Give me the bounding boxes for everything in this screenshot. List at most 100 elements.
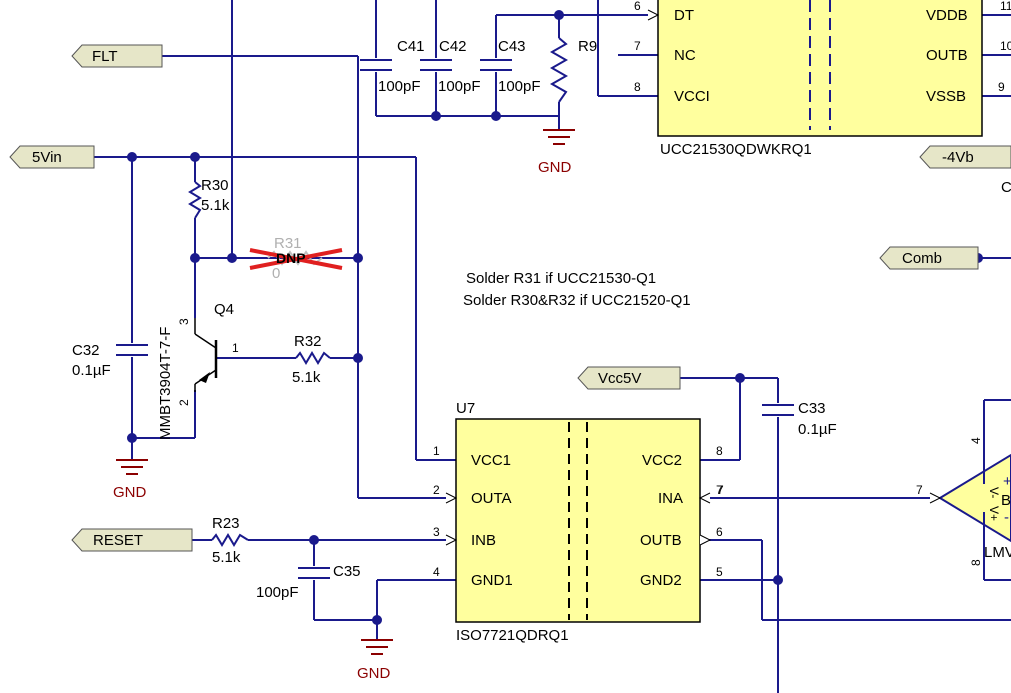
r32-value: 5.1k	[292, 369, 321, 386]
ucc21530-chip: DT NC VCCI VDDB OUTB VSSB 6 7 8 11 10 9 …	[634, 0, 1011, 158]
c33-symbol: C33 0.1µF	[762, 400, 837, 438]
u7-pin-vcc1-label: VCC1	[471, 452, 511, 469]
opamp-vminus: V-	[987, 487, 1001, 498]
q4-pin-3: 3	[177, 318, 191, 325]
u7-isolator-chip: U7 VCC1 OUTA INB GND1 VCC2 INA OUTB GND2…	[433, 400, 723, 644]
u7-pin-gnd1-label: GND1	[471, 572, 513, 589]
c41-symbol: C41 100pF	[360, 38, 425, 95]
opamp-vplus: V+	[987, 506, 1001, 521]
c33-value: 0.1µF	[798, 421, 837, 438]
u7-pin-8-number: 8	[716, 444, 723, 458]
port-reset: RESET	[71, 528, 193, 552]
port-flt: FLT	[71, 44, 163, 68]
ucc-pin-vssb-label: VSSB	[926, 88, 966, 105]
r31-value: 0	[272, 265, 280, 282]
c33-ref: C33	[798, 400, 826, 417]
port-vcc5v: Vcc5V	[577, 366, 681, 390]
wires	[94, 0, 1011, 693]
c41-ref: C41	[397, 38, 425, 55]
opamp-net-pin-7: 7	[717, 483, 724, 497]
r9-ref: R9	[578, 38, 597, 55]
opamp-part-fragment: LMV	[984, 544, 1011, 561]
ucc-pin-11-number: 11	[1000, 0, 1011, 13]
c42-value: 100pF	[438, 78, 481, 95]
port-neg4vb: -4Vb	[919, 145, 1011, 169]
port-5vin-label: 5Vin	[32, 149, 62, 166]
u7-pin-outb-label: OUTB	[640, 532, 682, 549]
r30-ref: R30	[201, 177, 229, 194]
u7-pin-1-number: 1	[433, 444, 440, 458]
q4-transistor: Q4 1 3 2 MMBT3904T-7-F	[157, 301, 239, 440]
ucc-pin-9-number: 9	[998, 80, 1005, 94]
r32-ref: R32	[294, 333, 322, 350]
u7-pin-gnd2-label: GND2	[640, 572, 682, 589]
port-comb: Comb	[879, 246, 979, 270]
c35-value: 100pF	[256, 584, 299, 601]
note-line-1: Solder R31 if UCC21530-Q1	[466, 270, 656, 287]
ucc-pin-dt-label: DT	[674, 7, 694, 24]
note-line-2: Solder R30&R32 if UCC21520-Q1	[463, 292, 691, 309]
ucc-pin-vcci-label: VCCI	[674, 88, 710, 105]
u7-pin-vcc2-label: VCC2	[642, 452, 682, 469]
ucc-pin-7-number: 7	[634, 39, 641, 53]
c32-value: 0.1µF	[72, 362, 111, 379]
u7-designator: U7	[456, 400, 475, 417]
ground-symbol-top: GND	[538, 129, 575, 176]
gnd-label-top: GND	[538, 159, 572, 176]
ground-symbol-left: GND	[113, 459, 148, 501]
q4-pin-1: 1	[232, 341, 239, 355]
c42-ref: C42	[439, 38, 467, 55]
u7-pin-4-number: 4	[433, 565, 440, 579]
ucc-pin-vddb-label: VDDB	[926, 7, 968, 24]
u7-pin-7-number: 7	[716, 483, 723, 497]
u7-pin-3-number: 3	[433, 525, 440, 539]
c43-ref: C43	[498, 38, 526, 55]
r30-value: 5.1k	[201, 197, 230, 214]
c41-value: 100pF	[378, 78, 421, 95]
r9-symbol: R9	[549, 37, 597, 103]
u7-pin-inb-label: INB	[471, 532, 496, 549]
u7-pin-ina-label: INA	[658, 490, 683, 507]
gnd-label-bottom: GND	[357, 665, 391, 682]
port-reset-label: RESET	[93, 532, 143, 549]
gnd-label-left: GND	[113, 484, 147, 501]
port-neg4vb-label: -4Vb	[942, 149, 974, 166]
port-vcc5v-label: Vcc5V	[598, 370, 641, 387]
c32-ref: C32	[72, 342, 100, 359]
r30-symbol: R30 5.1k	[188, 177, 230, 219]
c35-ref: C35	[333, 563, 361, 580]
opamp-pin-4: 4	[969, 437, 983, 444]
u7-pin-6-number: 6	[716, 525, 723, 539]
r23-symbol: R23 5.1k	[211, 515, 249, 566]
ground-symbol-bottom: GND	[357, 639, 393, 682]
r31-dnp-mark: DNP	[276, 250, 306, 266]
port-5vin: 5Vin	[9, 145, 95, 169]
port-flt-label: FLT	[92, 48, 118, 65]
u7-part-ref: ISO7721QDRQ1	[456, 627, 569, 644]
junctions	[127, 10, 983, 625]
q4-pin-2: 2	[177, 399, 191, 406]
opamp-pin-8: 8	[969, 559, 983, 566]
ucc-pin-nc-label: NC	[674, 47, 696, 64]
r23-ref: R23	[212, 515, 240, 532]
c43-symbol: C43 100pF	[480, 38, 541, 95]
ucc-pin-outb-label: OUTB	[926, 47, 968, 64]
ucc-pin-6-number: 6	[634, 0, 641, 13]
c42-symbol: C42 100pF	[420, 38, 481, 95]
u7-pin-5-number: 5	[716, 565, 723, 579]
ucc-part-ref: UCC21530QDWKRQ1	[660, 141, 812, 158]
opamp-b-label: B	[1001, 492, 1011, 509]
c43-value: 100pF	[498, 78, 541, 95]
opamp-pin-7: 7	[916, 483, 923, 497]
c35-symbol: C35 100pF	[256, 563, 361, 601]
r31-symbol: R31 0 DNP	[249, 235, 343, 282]
opamp-fragment: 4 8 7 7 V- V+ B + - LMV	[717, 437, 1011, 566]
c32-symbol: C32 0.1µF	[72, 342, 148, 379]
ucc-pin-8-number: 8	[634, 80, 641, 94]
opamp-plus-sign: +	[1003, 473, 1011, 490]
opamp-minus-sign: -	[1004, 509, 1009, 526]
q4-ref: Q4	[214, 301, 234, 318]
r23-value: 5.1k	[212, 549, 241, 566]
q4-part-number: MMBT3904T-7-F	[157, 327, 174, 440]
